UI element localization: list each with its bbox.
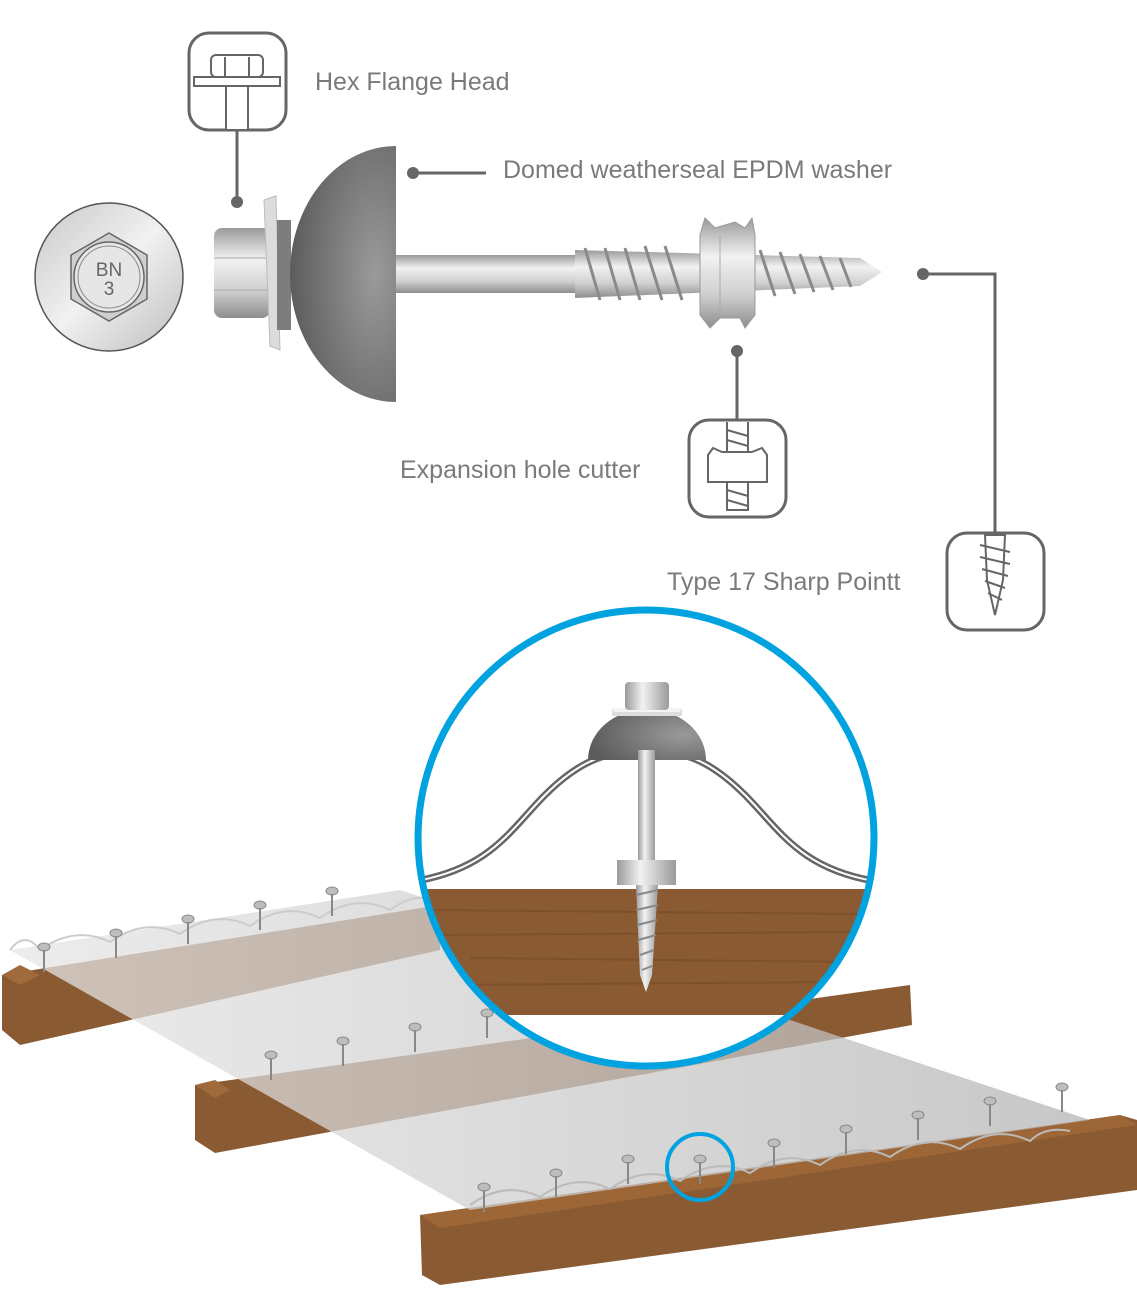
hex-head-icon — [193, 54, 281, 131]
batten — [420, 1115, 1137, 1285]
screw-side-view — [214, 146, 882, 402]
head-marking-line2: 3 — [104, 279, 115, 300]
callout-expansion-cutter: Expansion hole cutter — [400, 345, 788, 519]
roof-assembly — [2, 886, 1137, 1285]
label-sharp-point: Type 17 Sharp Pointt — [667, 568, 901, 596]
highlight-circle-large — [414, 606, 878, 1070]
label-hex-flange-head: Hex Flange Head — [315, 68, 510, 96]
zoom-detail — [414, 606, 878, 1070]
callout-domed-washer: Domed weatherseal EPDM washer — [407, 156, 892, 184]
label-expansion-cutter: Expansion hole cutter — [400, 456, 640, 484]
callout-sharp-point: Type 17 Sharp Pointt — [667, 268, 1046, 632]
roof-sheet — [10, 890, 1090, 1210]
sharp-point-icon — [979, 534, 1011, 616]
fastener-row — [37, 886, 1069, 1213]
head-marking-line1: BN — [96, 260, 122, 281]
head-end-view: BN 3 — [34, 202, 184, 352]
callout-hex-flange-head: Hex Flange Head — [187, 31, 510, 208]
cutter-icon — [707, 422, 768, 511]
label-domed-washer: Domed weatherseal EPDM washer — [503, 156, 892, 184]
expansion-cutter — [699, 216, 756, 329]
highlight-circle-small — [665, 1132, 735, 1202]
domed-washer — [290, 146, 396, 402]
